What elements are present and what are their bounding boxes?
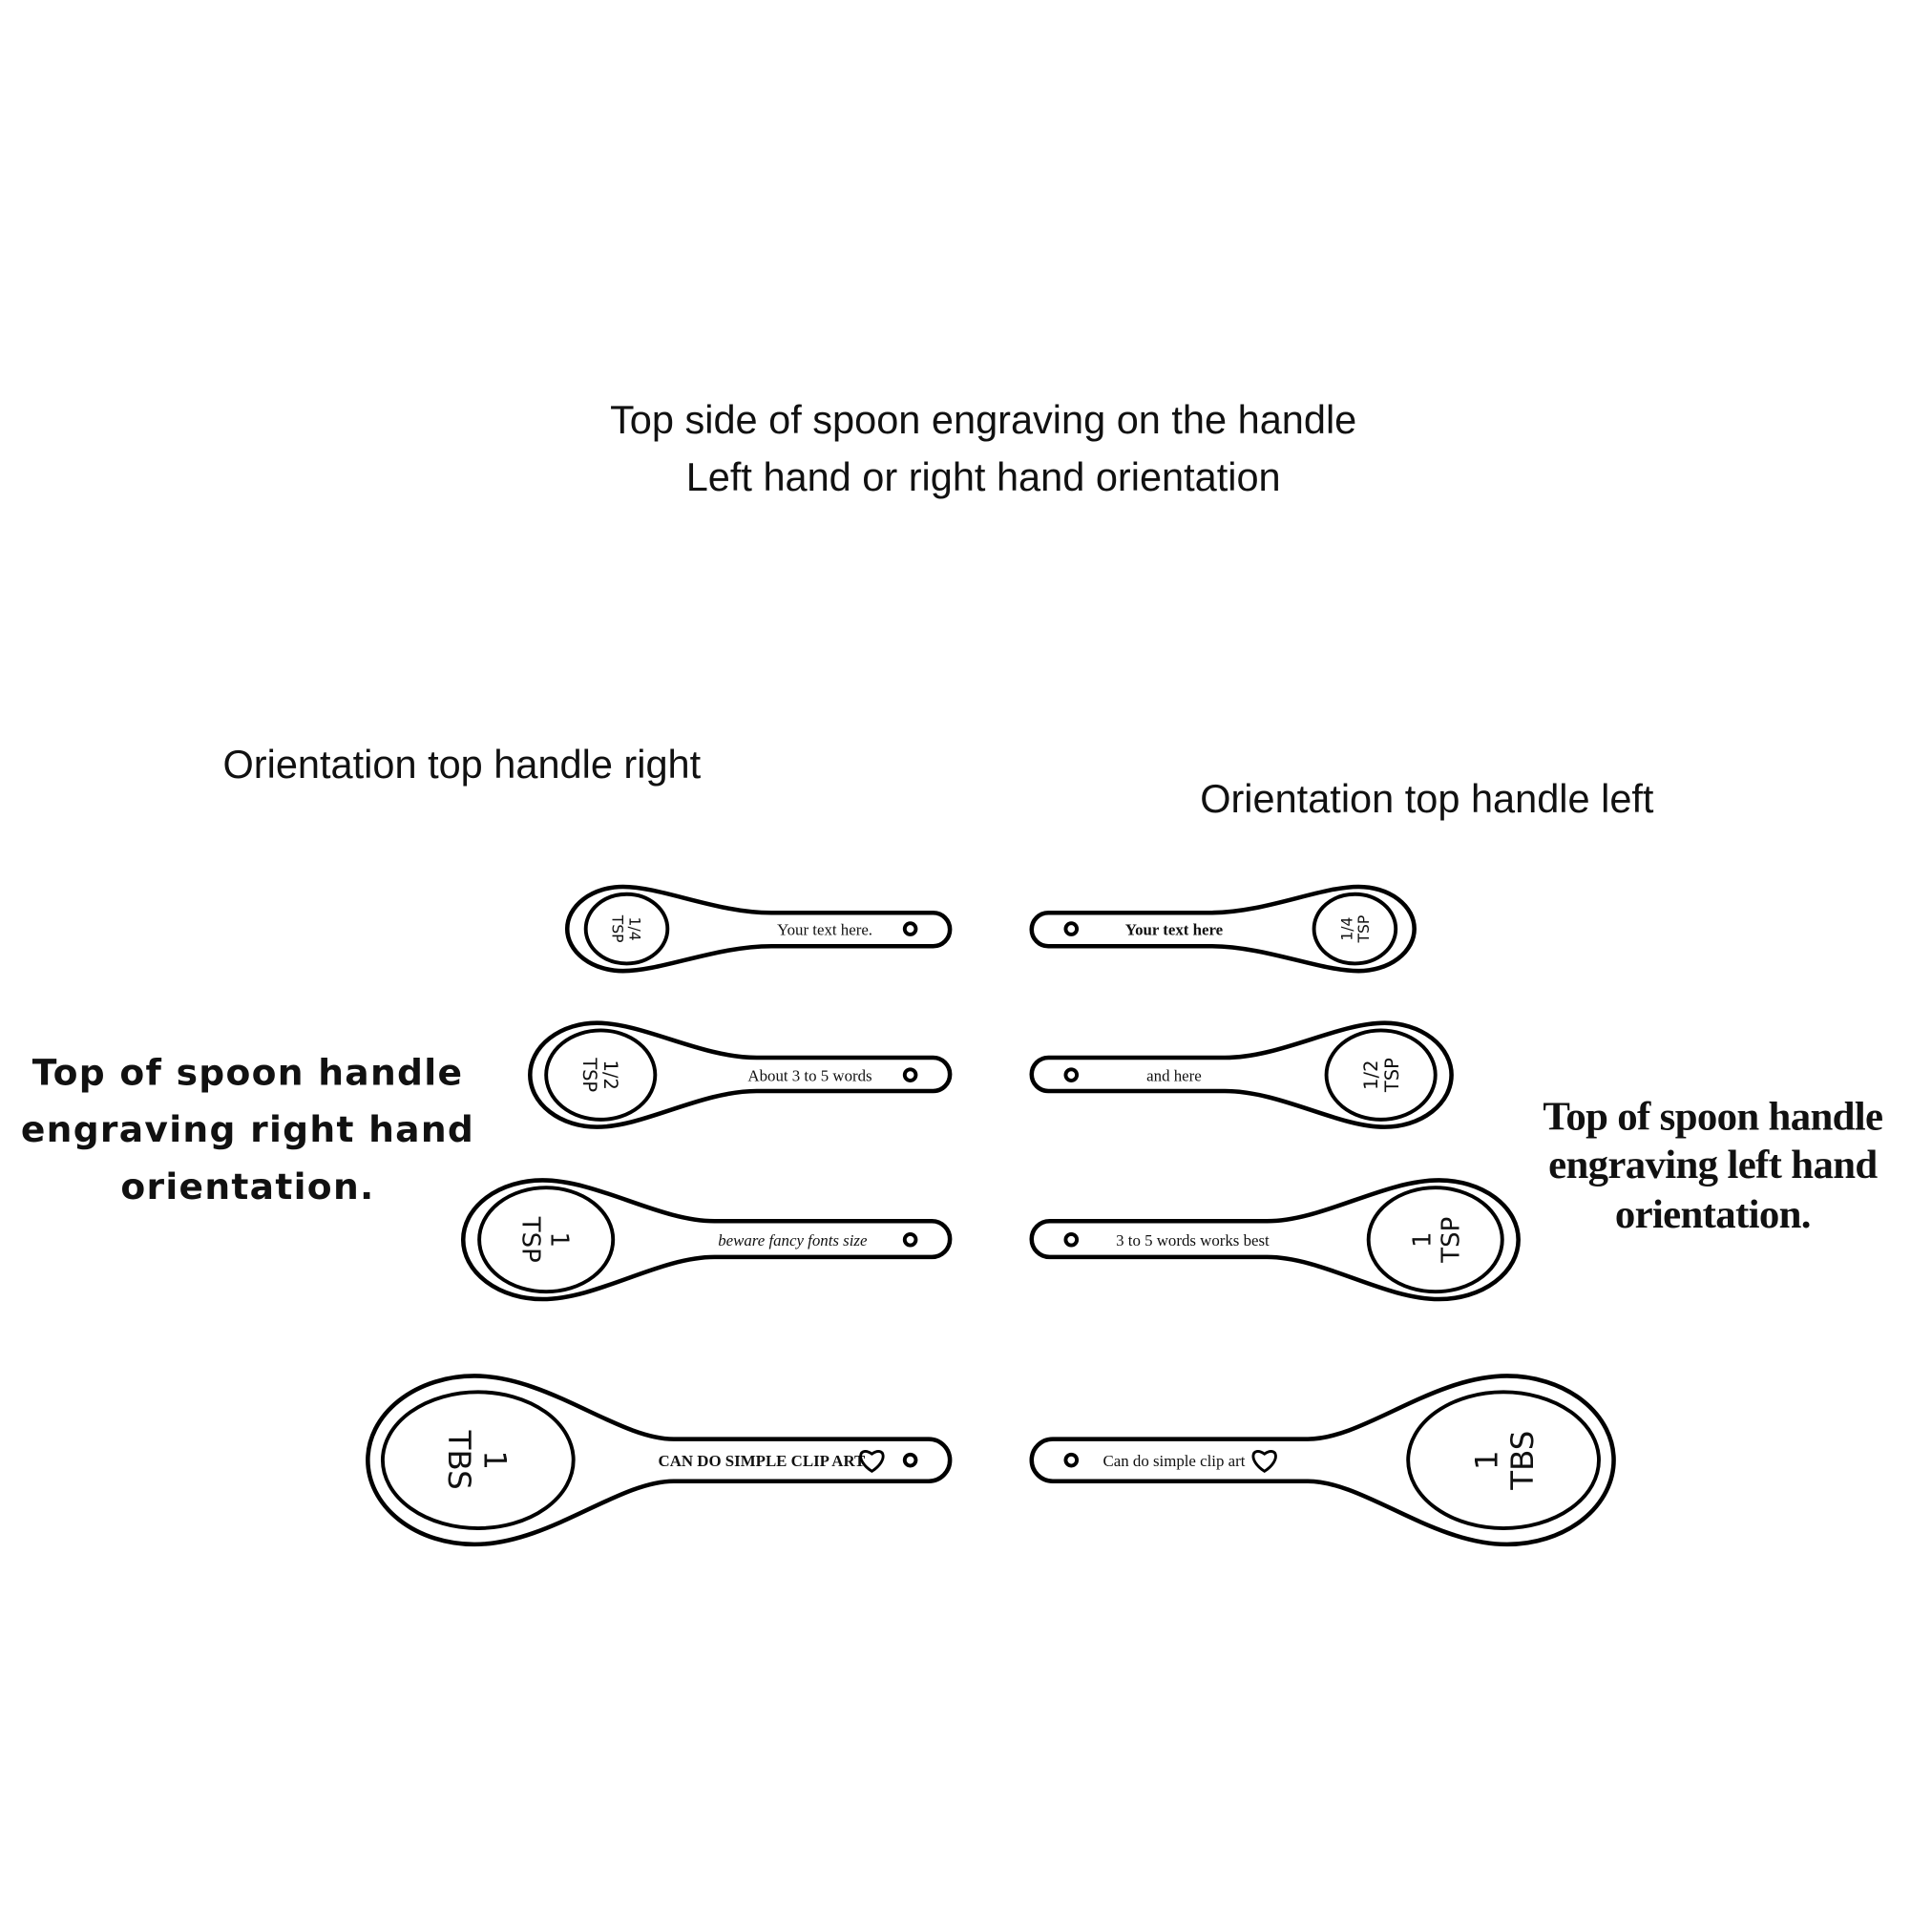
measure-size: 1 bbox=[1469, 1450, 1505, 1470]
hanging-hole-icon bbox=[1063, 1452, 1080, 1468]
hanging-hole-icon bbox=[1063, 921, 1080, 936]
measure-size: 1/2 bbox=[599, 1060, 621, 1090]
engraving-text: Your text here bbox=[1125, 921, 1224, 939]
heart-icon bbox=[1251, 1450, 1277, 1474]
measure-size: 1 bbox=[476, 1450, 513, 1470]
measure-unit: TSP bbox=[1381, 1058, 1403, 1093]
spoon-shape bbox=[1029, 1020, 1454, 1129]
spoon-shape bbox=[461, 1178, 953, 1302]
measure-size: 1 bbox=[544, 1231, 573, 1248]
measure-unit: TSP bbox=[516, 1216, 545, 1263]
spoon-outline bbox=[1029, 884, 1417, 974]
bowl-ring bbox=[544, 1028, 658, 1122]
bowl-ring bbox=[583, 892, 670, 966]
left-hand-note-line-2: engraving left hand bbox=[1548, 1143, 1878, 1187]
hanging-hole-icon bbox=[902, 1452, 918, 1468]
spoon-shape bbox=[528, 1020, 953, 1129]
measure-unit: TSP bbox=[609, 914, 626, 943]
title-line-1: Top side of spoon engraving on the handl… bbox=[610, 397, 1356, 442]
spoon-outline bbox=[461, 1178, 953, 1302]
engraving-text: beware fancy fonts size bbox=[718, 1231, 868, 1250]
right-hand-note-line-1: Top of spoon handle bbox=[32, 1052, 464, 1094]
measure-size: 1/4 bbox=[1338, 916, 1355, 940]
spoon-outline bbox=[366, 1374, 953, 1547]
heading-handle-right: Orientation top handle right bbox=[223, 742, 702, 787]
left-hand-note-line-3: orientation. bbox=[1615, 1192, 1811, 1237]
spoon-outline bbox=[1029, 1178, 1521, 1302]
bowl-ring bbox=[1312, 892, 1398, 966]
engraving-text: 3 to 5 words works best bbox=[1116, 1231, 1270, 1250]
spoon-shape bbox=[1029, 1178, 1521, 1302]
measure-size: 1 bbox=[1409, 1231, 1438, 1248]
spoon-outline bbox=[1029, 1374, 1616, 1547]
engraving-text: Can do simple clip art bbox=[1103, 1452, 1246, 1470]
spoon-outline bbox=[528, 1020, 953, 1129]
heart-icon bbox=[859, 1450, 885, 1474]
measure-unit: TBS bbox=[441, 1430, 477, 1490]
bowl-ring bbox=[477, 1186, 616, 1294]
measure-unit: TSP bbox=[578, 1057, 600, 1092]
title-line-2: Left hand or right hand orientation bbox=[686, 454, 1281, 499]
bowl-ring bbox=[1366, 1186, 1504, 1294]
spoon-shape bbox=[565, 884, 953, 974]
engraving-text: About 3 to 5 words bbox=[747, 1067, 872, 1085]
hanging-hole-icon bbox=[902, 1231, 918, 1248]
spoon-outline bbox=[1029, 1020, 1454, 1129]
bowl-ring bbox=[1406, 1390, 1601, 1530]
bowl-ring bbox=[1324, 1028, 1438, 1122]
spoon-shape bbox=[1029, 1374, 1616, 1547]
engraving-text: Your text here. bbox=[777, 921, 872, 939]
measure-unit: TSP bbox=[1355, 915, 1373, 944]
spoon-shape bbox=[1029, 884, 1417, 974]
hanging-hole-icon bbox=[902, 1067, 918, 1082]
hanging-hole-icon bbox=[902, 921, 918, 936]
measure-size: 1/4 bbox=[626, 917, 643, 941]
heading-handle-left: Orientation top handle left bbox=[1200, 776, 1654, 821]
engraving-text: CAN DO SIMPLE CLIP ART bbox=[659, 1452, 866, 1470]
right-hand-note-line-3: orientation. bbox=[120, 1166, 374, 1208]
measure-unit: TBS bbox=[1504, 1431, 1541, 1491]
left-hand-note-line-1: Top of spoon handle bbox=[1543, 1094, 1882, 1139]
spoon-outline bbox=[565, 884, 953, 974]
measure-size: 1/2 bbox=[1360, 1060, 1382, 1090]
measure-unit: TSP bbox=[1437, 1217, 1465, 1264]
spoon-shape bbox=[366, 1374, 953, 1547]
hanging-hole-icon bbox=[1063, 1067, 1080, 1082]
hanging-hole-icon bbox=[1063, 1231, 1080, 1248]
bowl-ring bbox=[380, 1390, 576, 1530]
engraving-text: and here bbox=[1146, 1067, 1202, 1085]
right-hand-note-line-2: engraving right hand bbox=[21, 1108, 474, 1150]
